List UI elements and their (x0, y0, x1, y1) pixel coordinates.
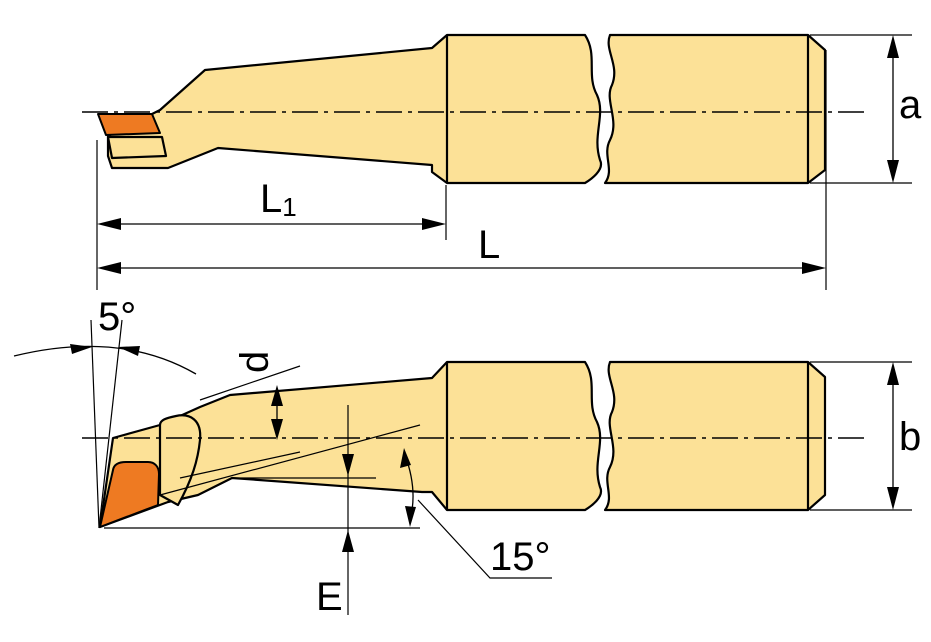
dim-b-arrow-top (887, 362, 899, 385)
dim-L1-arrow-right (422, 218, 446, 230)
relief-arrow-right (118, 346, 140, 356)
dim-d-arrow-bottom (271, 419, 283, 440)
dim-E-arrow-bottom (342, 530, 354, 552)
dim-L-arrow-left (97, 262, 121, 274)
dim-L-arrow-right (802, 262, 826, 274)
dim-d-arrow-top (271, 385, 283, 406)
approach-line (159, 424, 421, 496)
label-E: E (316, 575, 343, 619)
approach-arrow-bottom (405, 506, 416, 527)
side-shank-right (603, 360, 827, 512)
top-view: a L1 L (82, 33, 922, 290)
label-a: a (899, 83, 922, 127)
side-shank-body (98, 360, 603, 529)
label-L1: L1 (260, 177, 297, 222)
approach-arrow-top (400, 448, 411, 468)
label-L: L (478, 223, 500, 267)
label-15deg: 15° (490, 535, 551, 579)
relief-arc (13, 345, 197, 375)
dim-L1-arrow-left (97, 218, 121, 230)
relief-ref-line (90, 319, 100, 529)
top-shank-body (106, 33, 603, 185)
label-d: d (233, 351, 277, 373)
top-insert (97, 113, 161, 136)
label-5deg: 5° (98, 295, 136, 339)
dim-E-arrow-top (342, 454, 354, 476)
approach-leader (417, 499, 552, 579)
side-insert (99, 461, 160, 528)
side-view: b 5° d E 15° (13, 295, 921, 619)
top-insert-seat (106, 135, 168, 160)
dim-d-ext-upper (199, 365, 301, 401)
relief-edge-line (98, 319, 123, 529)
dim-d-ext-lower (179, 451, 301, 479)
relief-arrow-left (70, 344, 92, 354)
label-b: b (899, 415, 921, 459)
dim-a-arrow-top (887, 35, 899, 58)
dim-b-arrow-bottom (887, 487, 899, 510)
dim-a-arrow-bottom (887, 160, 899, 183)
top-shank-right (603, 33, 827, 185)
